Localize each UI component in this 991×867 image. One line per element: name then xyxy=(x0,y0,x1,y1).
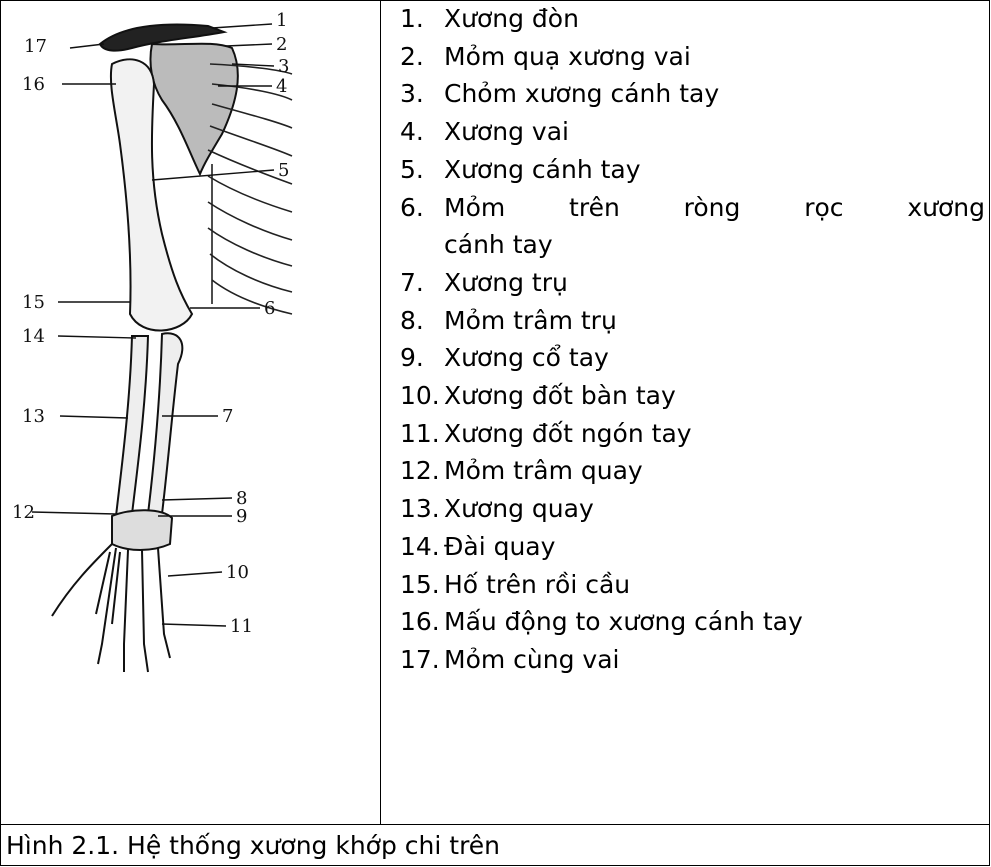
column-divider xyxy=(380,0,381,824)
legend-text: Chỏm xương cánh tay xyxy=(444,75,985,113)
legend-number: 16. xyxy=(400,603,444,641)
label-9: 9 xyxy=(236,506,247,527)
legend-text: Xương đốt ngón tay xyxy=(444,415,985,453)
legend-number: 14. xyxy=(400,528,444,566)
label-14: 14 xyxy=(22,326,45,347)
label-13: 13 xyxy=(22,406,45,427)
legend-item-15: 15.Hố trên rồi cầu xyxy=(400,566,985,604)
legend-number: 17. xyxy=(400,641,444,679)
legend-item-16: 16.Mấu động to xương cánh tay xyxy=(400,603,985,641)
legend-item-6: 6.Mỏm trên ròng rọc xương xyxy=(400,189,985,227)
scapula-shape xyxy=(150,44,237,174)
legend-item-14: 14.Đài quay xyxy=(400,528,985,566)
legend-item-3: 3.Chỏm xương cánh tay xyxy=(400,75,985,113)
legend-item-5: 5.Xương cánh tay xyxy=(400,151,985,189)
legend-text: Đài quay xyxy=(444,528,985,566)
legend-number: 1. xyxy=(400,0,444,38)
label-1: 1 xyxy=(276,10,287,31)
legend-number: 9. xyxy=(400,339,444,377)
legend-text: Xương cổ tay xyxy=(444,339,985,377)
caption-divider xyxy=(0,824,990,825)
upper-limb-skeleton-illustration: 1 2 3 4 5 6 7 8 9 10 11 12 13 14 15 16 1… xyxy=(12,4,352,694)
legend-number: 7. xyxy=(400,264,444,302)
legend-number: 6. xyxy=(400,189,444,227)
label-10: 10 xyxy=(226,562,249,583)
legend-number: 4. xyxy=(400,113,444,151)
skeleton-drawing xyxy=(52,25,292,672)
legend-text: Xương cánh tay xyxy=(444,151,985,189)
legend-text-continuation: cánh tay xyxy=(444,226,985,264)
legend-text: Mỏm trâm trụ xyxy=(444,302,985,340)
legend-text: Mỏm trên ròng rọc xương xyxy=(444,189,985,227)
legend-number: 5. xyxy=(400,151,444,189)
legend-number: 12. xyxy=(400,452,444,490)
label-11: 11 xyxy=(230,616,253,637)
legend-text: Xương đốt bàn tay xyxy=(444,377,985,415)
label-6: 6 xyxy=(264,298,275,319)
legend-item-7: 7.Xương trụ xyxy=(400,264,985,302)
legend-item-12: 12.Mỏm trâm quay xyxy=(400,452,985,490)
legend-number: 2. xyxy=(400,38,444,76)
legend-number: 15. xyxy=(400,566,444,604)
legend-item-13: 13.Xương quay xyxy=(400,490,985,528)
legend-item-6-continuation: cánh tay xyxy=(400,226,985,264)
legend-text: Mỏm trâm quay xyxy=(444,452,985,490)
label-2: 2 xyxy=(276,34,287,55)
legend-item-17: 17.Mỏm cùng vai xyxy=(400,641,985,679)
legend-text: Hố trên rồi cầu xyxy=(444,566,985,604)
label-16: 16 xyxy=(22,74,45,95)
legend-item-2: 2.Mỏm quạ xương vai xyxy=(400,38,985,76)
legend-item-8: 8.Mỏm trâm trụ xyxy=(400,302,985,340)
legend-item-1: 1.Xương đòn xyxy=(400,0,985,38)
label-4: 4 xyxy=(276,76,287,97)
label-7: 7 xyxy=(222,406,233,427)
label-5: 5 xyxy=(278,160,289,181)
legend-text: Mỏm cùng vai xyxy=(444,641,985,679)
legend-number: 13. xyxy=(400,490,444,528)
legend-item-11: 11.Xương đốt ngón tay xyxy=(400,415,985,453)
legend-number: 11. xyxy=(400,415,444,453)
legend-item-9: 9.Xương cổ tay xyxy=(400,339,985,377)
label-17: 17 xyxy=(24,36,47,57)
label-15: 15 xyxy=(22,292,45,313)
legend-number: 8. xyxy=(400,302,444,340)
legend-number: 3. xyxy=(400,75,444,113)
radius-shape xyxy=(116,336,148,516)
legend-text: Xương đòn xyxy=(444,0,985,38)
legend-text: Mỏm quạ xương vai xyxy=(444,38,985,76)
legend-list: 1.Xương đòn 2.Mỏm quạ xương vai 3.Chỏm x… xyxy=(400,0,985,679)
ulna-shape xyxy=(148,333,182,514)
legend-text: Xương trụ xyxy=(444,264,985,302)
figure-caption: Hình 2.1. Hệ thống xương khớp chi trên xyxy=(6,826,500,866)
legend-text: Mấu động to xương cánh tay xyxy=(444,603,985,641)
label-3: 3 xyxy=(278,56,289,77)
legend-text: Xương quay xyxy=(444,490,985,528)
label-12: 12 xyxy=(12,502,35,523)
legend-number: 10. xyxy=(400,377,444,415)
legend-text: Xương vai xyxy=(444,113,985,151)
legend-item-4: 4.Xương vai xyxy=(400,113,985,151)
hand-bones xyxy=(52,544,170,672)
legend-item-10: 10.Xương đốt bàn tay xyxy=(400,377,985,415)
